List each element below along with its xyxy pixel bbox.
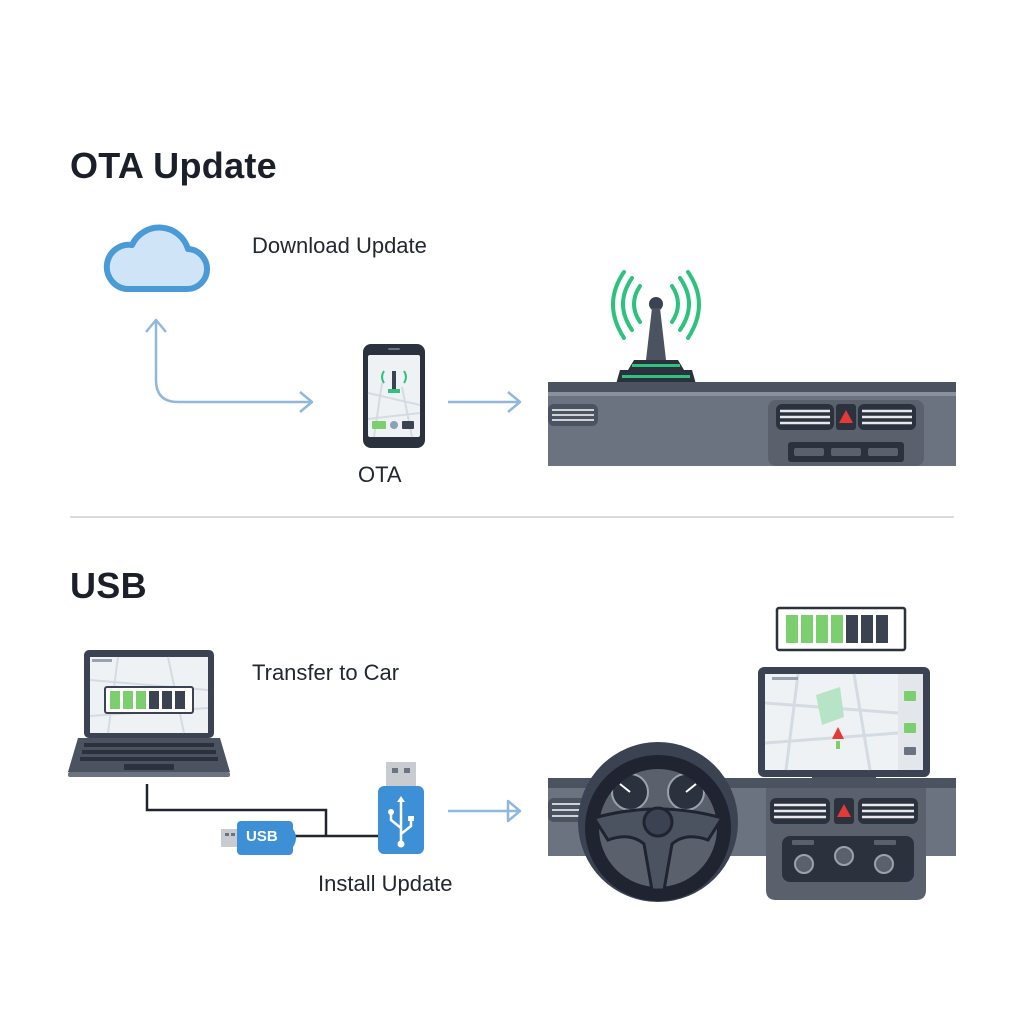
usb-car-dashboard [548, 742, 956, 902]
laptop-icon [68, 650, 230, 777]
phone-icon [363, 344, 425, 448]
ota-section-title: OTA Update [70, 145, 277, 186]
ota-phone-label: OTA [358, 462, 402, 487]
car-infotainment-screen [758, 667, 930, 785]
usb-stick-label: USB [246, 828, 278, 845]
antenna-icon [611, 270, 701, 384]
usb-drive-icon [378, 762, 424, 854]
steering-wheel-icon [585, 755, 731, 901]
cloud-icon [103, 224, 211, 293]
ota-car-dashboard [548, 382, 956, 466]
car-progress-bar [775, 606, 907, 652]
install-update-label: Install Update [318, 871, 453, 896]
download-update-label: Download Update [252, 233, 427, 258]
laptop-progress-bar [110, 691, 185, 709]
transfer-to-car-label: Transfer to Car [252, 660, 400, 685]
usb-section-title: USB [70, 565, 147, 606]
section-divider [70, 516, 954, 518]
usb-stick-icon [221, 821, 296, 855]
